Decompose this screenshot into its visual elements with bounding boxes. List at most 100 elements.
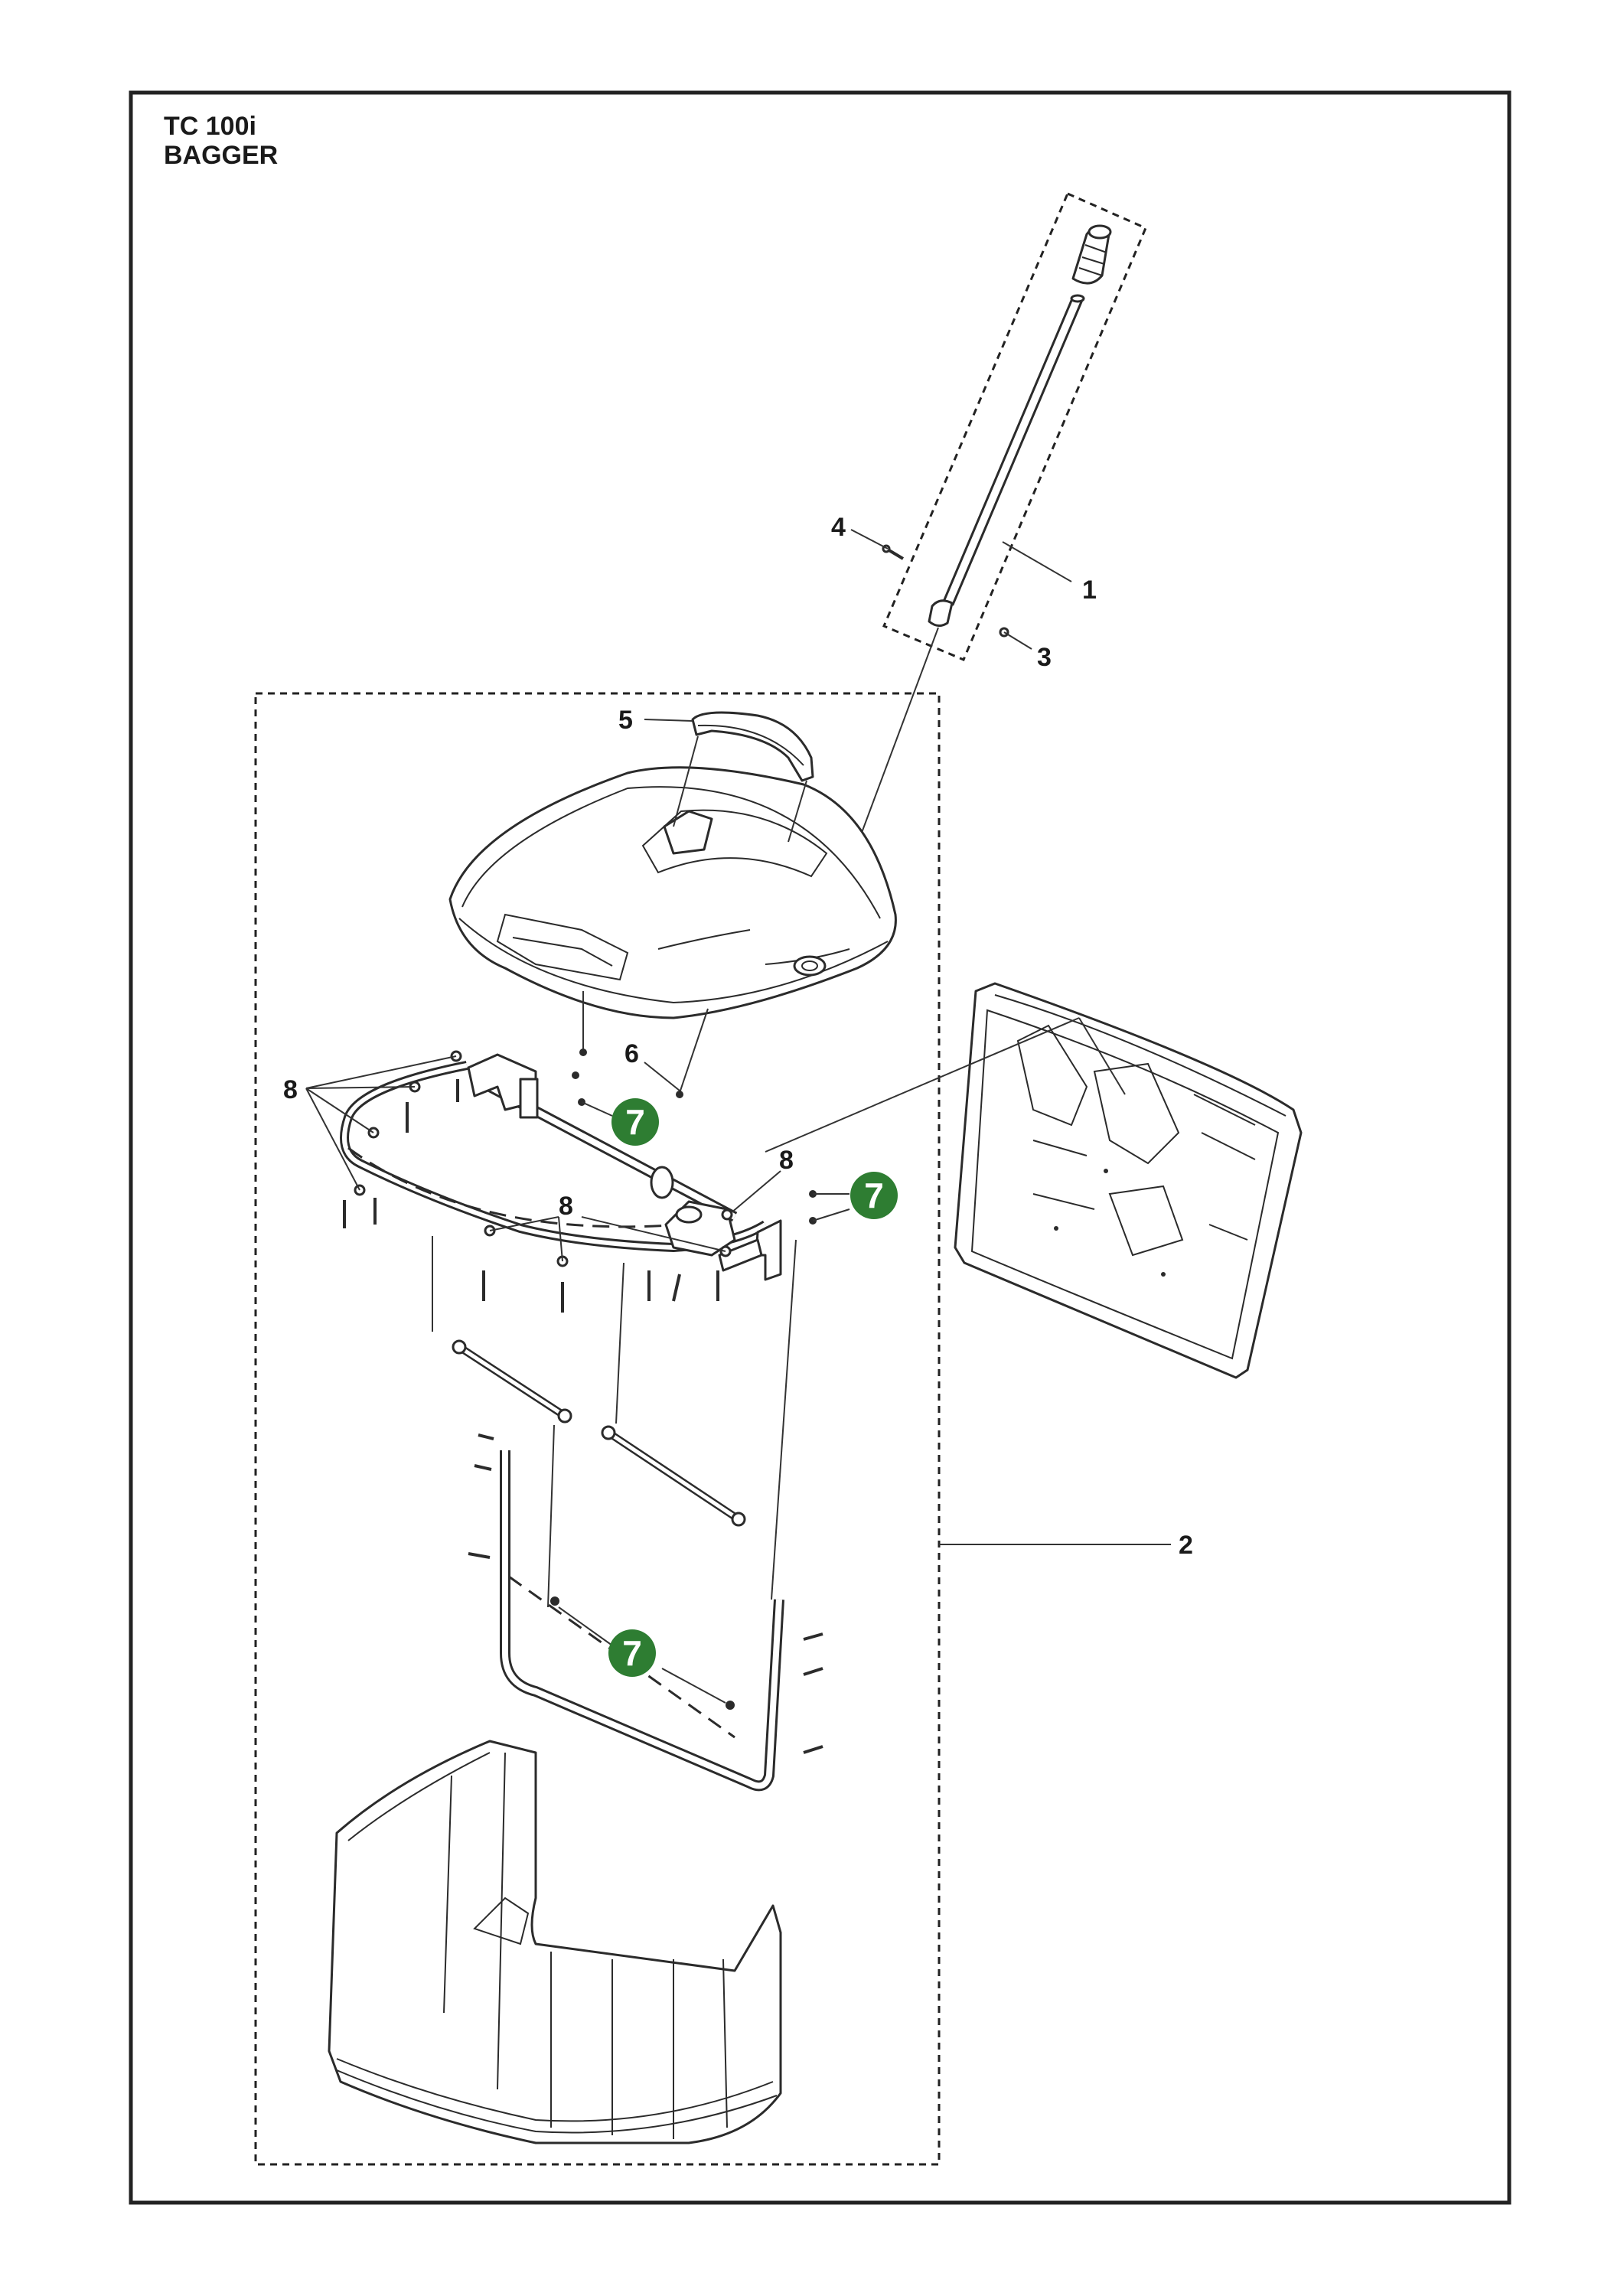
upper-frame bbox=[340, 1053, 782, 1281]
model-title: TC 100i bbox=[164, 112, 256, 141]
back-panel-recess-3 bbox=[1108, 1185, 1184, 1257]
screw-6-right bbox=[676, 1091, 683, 1098]
handle-socket bbox=[928, 599, 954, 627]
leader-8a-3 bbox=[305, 1088, 360, 1191]
lid-handle-socket bbox=[793, 955, 827, 977]
lower-bolt-c bbox=[468, 1552, 491, 1559]
callout-5: 5 bbox=[618, 706, 633, 735]
link-left-end-b bbox=[557, 1408, 572, 1424]
lid-front-handle-inner bbox=[512, 937, 613, 967]
leader-4 bbox=[850, 529, 889, 550]
badge-7c-circle bbox=[608, 1629, 656, 1677]
bag-outline bbox=[328, 1740, 782, 2144]
leader-8a-1 bbox=[305, 1055, 457, 1089]
lid-assembly bbox=[448, 711, 897, 1019]
lid-ridge-outer bbox=[461, 786, 881, 919]
callout-leaders bbox=[305, 529, 1171, 1545]
back-panel-recess-1 bbox=[1016, 1024, 1088, 1127]
nut-8-h bbox=[721, 1208, 733, 1221]
screw-6-left bbox=[579, 1049, 587, 1056]
lower-bolt-f bbox=[803, 1745, 823, 1754]
leader-5 bbox=[644, 719, 693, 722]
lower-frame-rail-inner bbox=[502, 1450, 782, 1789]
badge-7c-leader-a bbox=[558, 1606, 613, 1646]
back-panel-slot-2 bbox=[1032, 1193, 1248, 1241]
lid-front-handle bbox=[496, 913, 629, 981]
fasteners-8 bbox=[343, 1050, 817, 1313]
badge-7a-label: 7 bbox=[625, 1102, 645, 1142]
carry-handle-leader-b bbox=[788, 780, 807, 843]
callout-8c: 8 bbox=[559, 1192, 573, 1221]
link-right-end-b bbox=[731, 1512, 746, 1527]
carry-handle-5 bbox=[691, 711, 814, 782]
frame-bracket-left-plate bbox=[519, 1078, 539, 1119]
lower-nut-b bbox=[726, 1701, 735, 1710]
vertical-leader-right bbox=[771, 1239, 797, 1600]
handle-assembly bbox=[928, 224, 1112, 627]
back-panel-top-lip bbox=[994, 994, 1286, 1117]
leader-3 bbox=[1003, 631, 1032, 650]
bag-body bbox=[328, 1740, 782, 2144]
frame-to-panel-leader-2 bbox=[1078, 1017, 1126, 1095]
leader-8a-4 bbox=[305, 1088, 374, 1133]
assembly-title: BAGGER bbox=[164, 141, 279, 170]
callout-6: 6 bbox=[624, 1039, 639, 1068]
leader-8c-3 bbox=[581, 1216, 726, 1252]
back-panel-inner bbox=[970, 1009, 1280, 1360]
page-frame bbox=[129, 90, 1511, 2205]
vertical-leader-mid bbox=[615, 1262, 624, 1424]
badge-7c: 7 bbox=[608, 1629, 656, 1677]
pin-4 bbox=[886, 548, 905, 560]
leader-8c-2 bbox=[558, 1216, 563, 1262]
leader-8b-1 bbox=[730, 1170, 781, 1214]
lower-bolt-e bbox=[803, 1667, 823, 1676]
link-left-end-a bbox=[452, 1339, 467, 1355]
lower-frame bbox=[468, 1433, 823, 1792]
lid-handle-mount bbox=[663, 810, 713, 855]
badge-7a-circle bbox=[611, 1098, 659, 1146]
badge-7b: 7 bbox=[850, 1172, 898, 1219]
callout-3: 3 bbox=[1037, 643, 1052, 672]
frame-bracket-mid-boss bbox=[675, 1205, 703, 1224]
leader-1 bbox=[1002, 541, 1072, 582]
leader-8c-1 bbox=[489, 1216, 559, 1231]
badge-7c-label: 7 bbox=[622, 1633, 642, 1673]
lower-bolt-b bbox=[474, 1464, 492, 1471]
connecting-links bbox=[432, 1236, 797, 1608]
leader-7b-2 bbox=[812, 1208, 850, 1221]
link-right-inner bbox=[607, 1430, 740, 1521]
back-panel-hole-3 bbox=[1054, 1226, 1058, 1231]
back-panel bbox=[954, 982, 1303, 1379]
lower-nut-a bbox=[550, 1596, 559, 1606]
leader-7a bbox=[581, 1101, 613, 1117]
badge-7b-circle bbox=[850, 1172, 898, 1219]
back-panel-recess-2 bbox=[1093, 1062, 1180, 1165]
bag-rim-inner bbox=[347, 1752, 491, 1841]
back-panel-hole-2 bbox=[1161, 1272, 1166, 1277]
back-panel-slot-1 bbox=[1032, 1094, 1256, 1160]
frame-ring bbox=[650, 1166, 674, 1199]
handle-tube bbox=[942, 295, 1084, 606]
bag-front-rim bbox=[336, 2058, 774, 2122]
leader-6 bbox=[644, 1062, 680, 1091]
bag-panel-lines bbox=[443, 1752, 728, 2139]
carry-handle-5-top bbox=[697, 724, 804, 766]
link-left-inner bbox=[458, 1345, 566, 1418]
frame-to-panel-leader-1 bbox=[765, 1017, 1080, 1153]
vertical-leader-lower bbox=[547, 1424, 555, 1608]
callout-8a: 8 bbox=[283, 1075, 298, 1104]
lower-bolt-a bbox=[478, 1433, 494, 1440]
lid-shell bbox=[448, 766, 897, 1019]
link-right-end-a bbox=[601, 1425, 616, 1440]
leader-8a-2 bbox=[305, 1086, 416, 1089]
callout-2: 2 bbox=[1179, 1531, 1193, 1560]
callout-1: 1 bbox=[1082, 576, 1097, 605]
handle-tube-top bbox=[1070, 294, 1085, 303]
badge-7a: 7 bbox=[611, 1098, 659, 1146]
handle-grip-cap bbox=[1088, 224, 1112, 240]
back-panel-outline bbox=[954, 982, 1303, 1379]
lid-contour-1 bbox=[657, 929, 751, 950]
lower-frame-dashed bbox=[508, 1575, 735, 1739]
